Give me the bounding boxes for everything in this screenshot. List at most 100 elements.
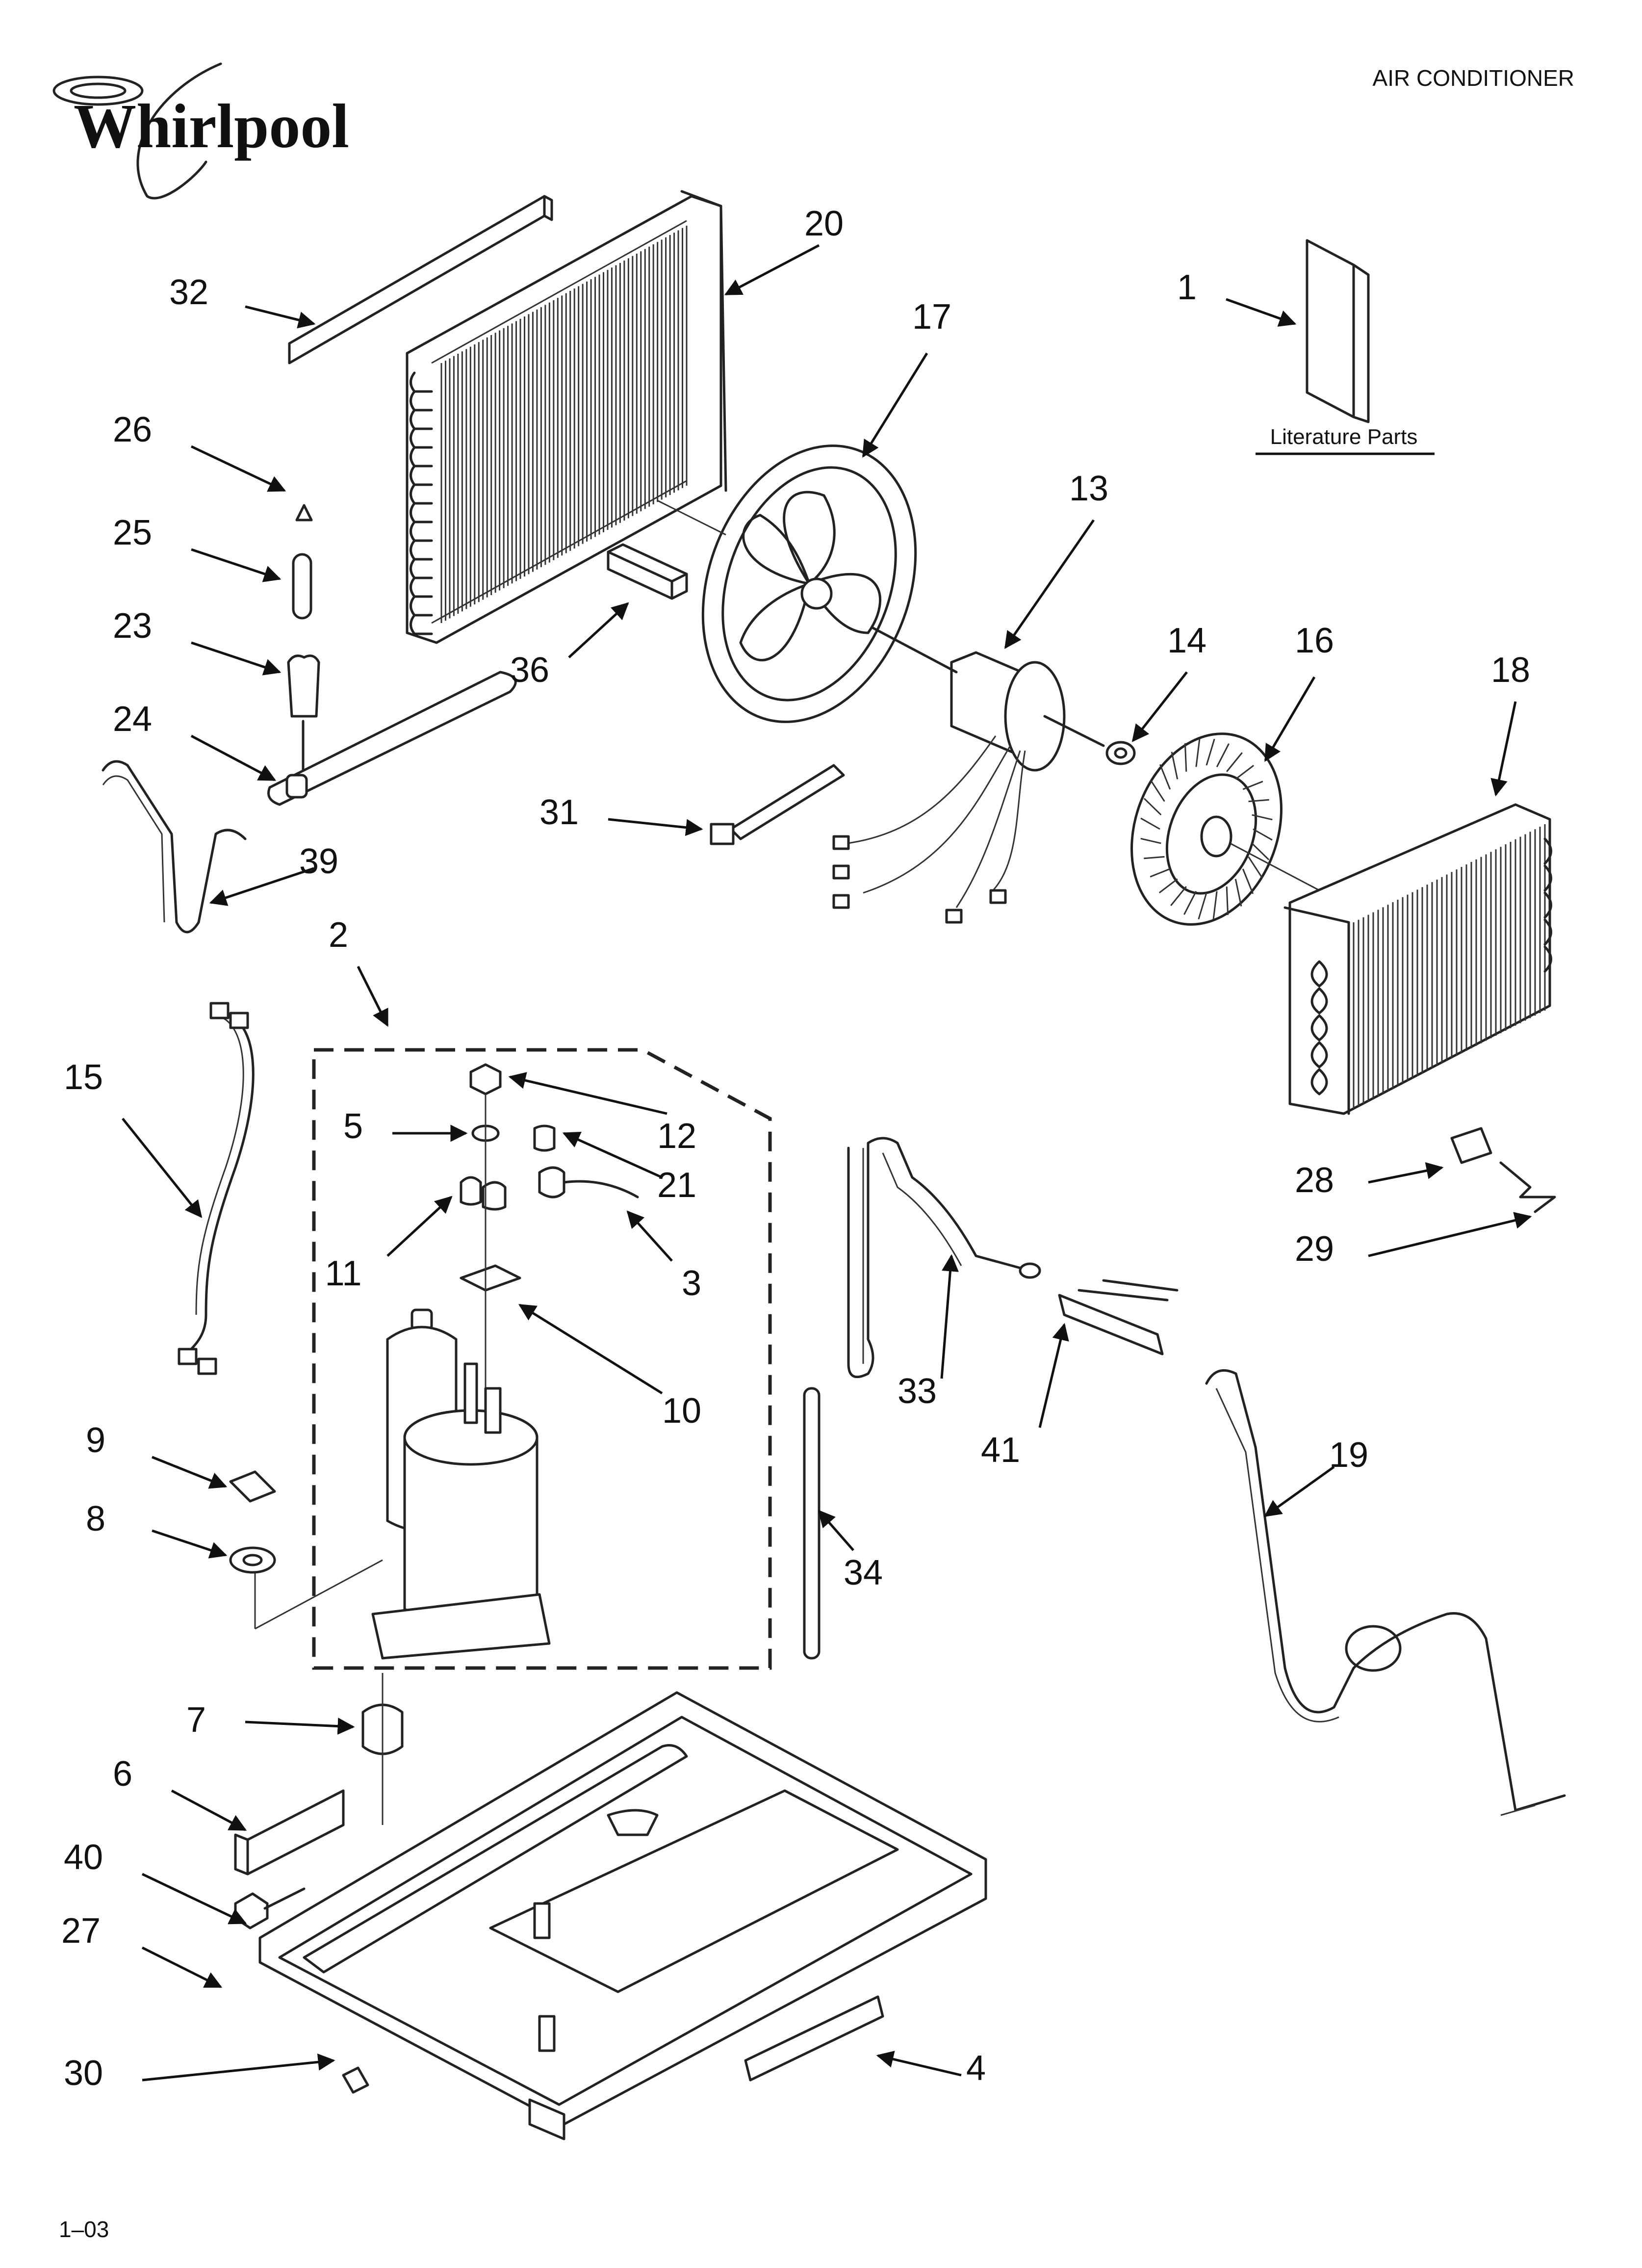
clip-30-part bbox=[342, 2066, 369, 2094]
callout-label-26: 26 bbox=[113, 410, 152, 449]
leader-8 bbox=[152, 1529, 228, 1559]
callout-label-40: 40 bbox=[64, 1838, 103, 1877]
leader-2 bbox=[357, 965, 389, 1027]
leader-33 bbox=[940, 1254, 959, 1379]
condenser-coil-part bbox=[406, 190, 727, 644]
pad-part bbox=[234, 1789, 345, 1876]
seal-strip-part bbox=[288, 195, 553, 365]
callout-label-34: 34 bbox=[844, 1553, 883, 1592]
nut-hole bbox=[1114, 747, 1128, 759]
leader-41 bbox=[1038, 1323, 1069, 1428]
callout-label-18: 18 bbox=[1491, 651, 1530, 690]
compressor-parts-group bbox=[254, 1063, 639, 1660]
compressor-kit-boundary bbox=[312, 1048, 772, 1670]
leader-28 bbox=[1368, 1162, 1444, 1184]
base-pan-part bbox=[258, 1691, 987, 2140]
callout-label-13: 13 bbox=[1069, 469, 1108, 508]
grommet-part bbox=[229, 1546, 276, 1574]
leader-40 bbox=[141, 1873, 247, 1925]
mounting-bracket-edge bbox=[102, 775, 165, 923]
callout-labels: 1234567891011121314151617181920212324252… bbox=[61, 204, 1530, 2093]
header-title: AIR CONDITIONER bbox=[1373, 65, 1574, 91]
callout-label-19: 19 bbox=[1329, 1435, 1368, 1475]
callout-label-16: 16 bbox=[1295, 621, 1334, 660]
whirlpool-logo: Whirlpool bbox=[52, 62, 349, 200]
leader-29 bbox=[1368, 1212, 1532, 1257]
mounting-bracket-part bbox=[102, 760, 247, 934]
callout-label-11: 11 bbox=[325, 1254, 362, 1293]
callout-label-15: 15 bbox=[64, 1058, 103, 1097]
callout-label-12: 12 bbox=[657, 1117, 696, 1156]
leader-3 bbox=[626, 1210, 673, 1262]
callout-label-25: 25 bbox=[113, 513, 152, 552]
callout-label-39: 39 bbox=[299, 842, 338, 881]
callout-label-1: 1 bbox=[1177, 268, 1197, 307]
leader-39 bbox=[209, 867, 314, 906]
leader-15 bbox=[122, 1118, 203, 1218]
leader-13 bbox=[1004, 519, 1095, 649]
callout-label-41: 41 bbox=[981, 1431, 1020, 1470]
leader-21 bbox=[562, 1131, 663, 1179]
leader-30 bbox=[142, 2053, 335, 2082]
leader-11 bbox=[386, 1196, 453, 1257]
leader-23 bbox=[191, 641, 282, 676]
leader-24 bbox=[190, 734, 277, 782]
callout-label-8: 8 bbox=[86, 1499, 105, 1538]
callout-label-23: 23 bbox=[113, 606, 152, 646]
leader-20 bbox=[724, 244, 820, 296]
callout-label-3: 3 bbox=[682, 1264, 701, 1303]
callout-label-27: 27 bbox=[61, 1911, 101, 1951]
footer-code: 1–03 bbox=[59, 2216, 109, 2242]
suction-tube-part bbox=[803, 1387, 821, 1660]
fan-motor-part bbox=[832, 626, 1105, 924]
blower-wheel-part bbox=[1130, 732, 1325, 926]
callout-label-32: 32 bbox=[169, 273, 208, 312]
leader-27 bbox=[141, 1946, 223, 1988]
callout-label-9: 9 bbox=[86, 1421, 105, 1460]
callout-label-31: 31 bbox=[539, 793, 579, 832]
leader-14 bbox=[1131, 671, 1188, 742]
tube-19-loop bbox=[1345, 1625, 1402, 1672]
leader-12 bbox=[508, 1072, 667, 1115]
callout-label-17: 17 bbox=[912, 297, 951, 337]
leader-19 bbox=[1264, 1465, 1335, 1517]
leader-18 bbox=[1490, 701, 1517, 797]
callout-label-7: 7 bbox=[186, 1700, 206, 1740]
callout-label-21: 21 bbox=[657, 1166, 696, 1205]
evaporator-coil-part bbox=[1283, 803, 1552, 1115]
callout-label-33: 33 bbox=[898, 1372, 937, 1411]
callout-label-24: 24 bbox=[113, 700, 152, 739]
wire-harness-part bbox=[178, 1002, 255, 1375]
leader-36 bbox=[568, 602, 629, 658]
callout-label-5: 5 bbox=[343, 1107, 363, 1146]
leader-32 bbox=[245, 305, 316, 329]
leader-7 bbox=[245, 1718, 355, 1735]
leader-31 bbox=[608, 818, 703, 836]
cap-tube-assembly-part bbox=[267, 504, 517, 806]
callout-label-2: 2 bbox=[329, 915, 348, 955]
literature-book-part bbox=[1306, 239, 1370, 423]
leader-10 bbox=[518, 1303, 663, 1395]
discharge-tube-part bbox=[847, 1137, 1041, 1379]
leader-16 bbox=[1264, 676, 1316, 762]
callout-label-30: 30 bbox=[64, 2054, 103, 2093]
callout-label-14: 14 bbox=[1167, 621, 1206, 660]
distributor-tube-part bbox=[1058, 1279, 1179, 1356]
callout-label-6: 6 bbox=[113, 1754, 132, 1794]
leader-9 bbox=[152, 1456, 228, 1489]
leader-26 bbox=[190, 445, 286, 492]
clip-part bbox=[229, 1470, 276, 1503]
literature-parts-label: Literature Parts bbox=[1270, 425, 1418, 449]
nut-part bbox=[1105, 741, 1136, 765]
screw-part bbox=[234, 1892, 269, 1929]
cable-tie-part bbox=[710, 764, 845, 845]
callout-label-29: 29 bbox=[1295, 1229, 1334, 1269]
callout-label-20: 20 bbox=[804, 204, 844, 243]
leader-17 bbox=[862, 352, 928, 458]
leader-25 bbox=[191, 548, 282, 582]
leader-1 bbox=[1226, 298, 1297, 327]
clip-29-part bbox=[1499, 1161, 1556, 1213]
leader-6 bbox=[171, 1789, 247, 1831]
callout-label-4: 4 bbox=[966, 2049, 986, 2088]
